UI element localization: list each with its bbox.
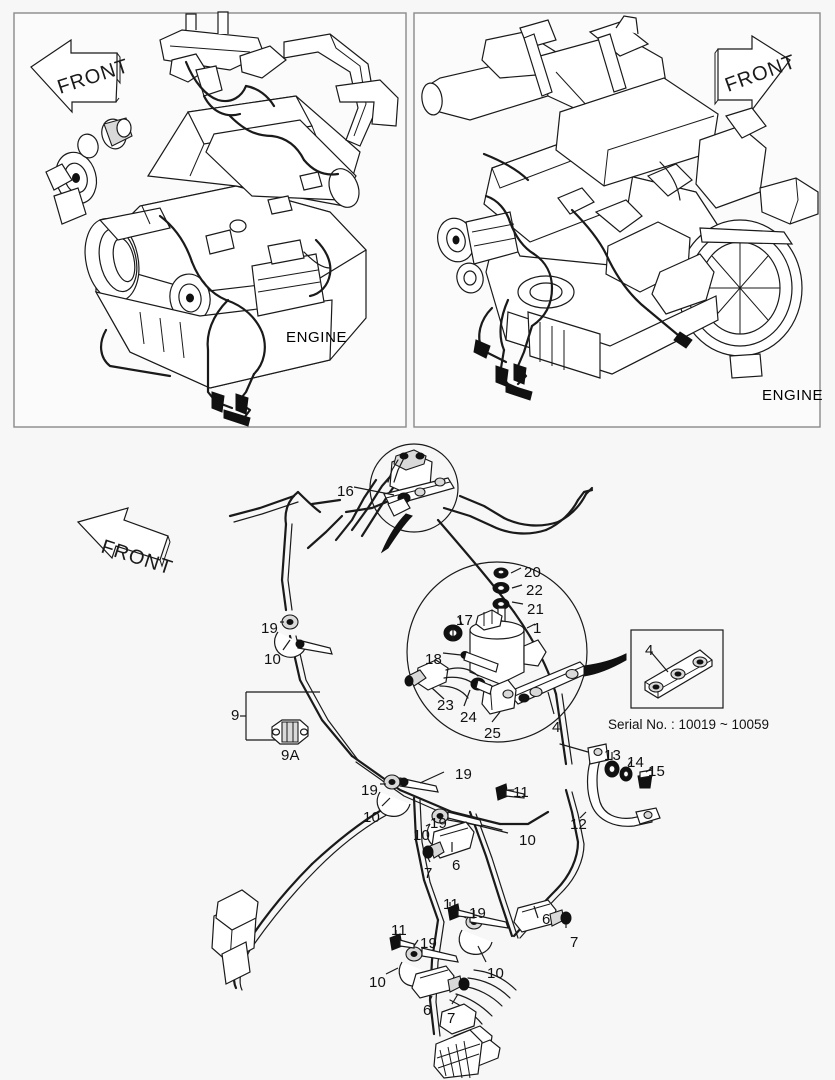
callout-number-10: 10 [413,827,431,844]
callout-number-17: 17 [456,612,474,629]
callout-number-18: 18 [425,651,443,668]
serial-number-note: Serial No. : 10019 ~ 10059 [608,717,769,732]
callout-number-7: 7 [570,934,579,951]
callout-number-10: 10 [519,832,537,849]
callout-number-19: 19 [430,815,448,832]
panel-engine-view-right: FRONT [413,12,823,428]
callout-number-7: 7 [424,865,433,882]
front-arrow-right-panel: FRONT [714,34,799,112]
callout-number-19: 19 [361,782,379,799]
callout-number-13: 13 [604,747,622,764]
callout-number-9a: 9A [281,747,300,764]
callout-number-22: 22 [526,582,544,599]
engine-label-left: ENGINE [286,329,347,346]
front-arrow-left-panel: FRONT [30,38,132,114]
callout-number-19: 19 [469,905,487,922]
callout-number-4: 4 [552,719,561,736]
callout-number-15: 15 [648,763,666,780]
clamp-group-upper-left [274,614,333,658]
panel-engine-view-left: FRONT [13,11,407,428]
panel-harness-view: FRONT [76,443,724,1079]
inset-bracket4-border [630,629,724,709]
callout-number-6: 6 [452,857,461,874]
inset-box-fuse9 [240,691,320,745]
callout-number-12: 12 [570,816,588,833]
callout-number-20: 20 [524,564,542,581]
clamp-group-mid [376,771,525,863]
inset-box-bracket4 [630,629,724,709]
callout-number-10: 10 [487,965,505,982]
callout-number-10: 10 [369,974,387,991]
callout-number-6: 6 [542,911,551,928]
callout-number-23: 23 [437,697,455,714]
detail-circle-valve [404,561,627,743]
callout-number-6: 6 [423,1002,432,1019]
callout-number-10: 10 [264,651,282,668]
callout-number-11: 11 [443,896,459,913]
callout-number-11: 11 [391,922,407,939]
callout-number-4: 4 [645,642,654,659]
callout-number-19: 19 [261,620,279,637]
engine-illustration-left [45,11,399,389]
engine-illustration-right [421,15,819,379]
callout-number-19: 19 [455,766,473,783]
callout-number-21: 21 [527,601,545,618]
callout-number-9: 9 [231,707,240,724]
detail-circle-bracket16 [353,443,459,554]
engine-harness-left [100,60,340,427]
callout-number-16: 16 [337,483,355,500]
callout-number-25: 25 [484,725,502,742]
callout-number-1: 1 [533,620,542,637]
callout-number-7: 7 [447,1010,456,1027]
clamp-group-bottom [385,899,572,1079]
callout-number-10: 10 [363,809,381,826]
callout-number-24: 24 [460,709,478,726]
callout-number-14: 14 [627,754,645,771]
leader-16 [353,486,395,496]
callout-number-11: 11 [513,784,529,801]
engine-label-right: ENGINE [762,387,823,404]
callout-number-19: 19 [420,935,438,952]
bracket-group-12 [559,743,661,827]
engine-harness-right [473,152,693,401]
